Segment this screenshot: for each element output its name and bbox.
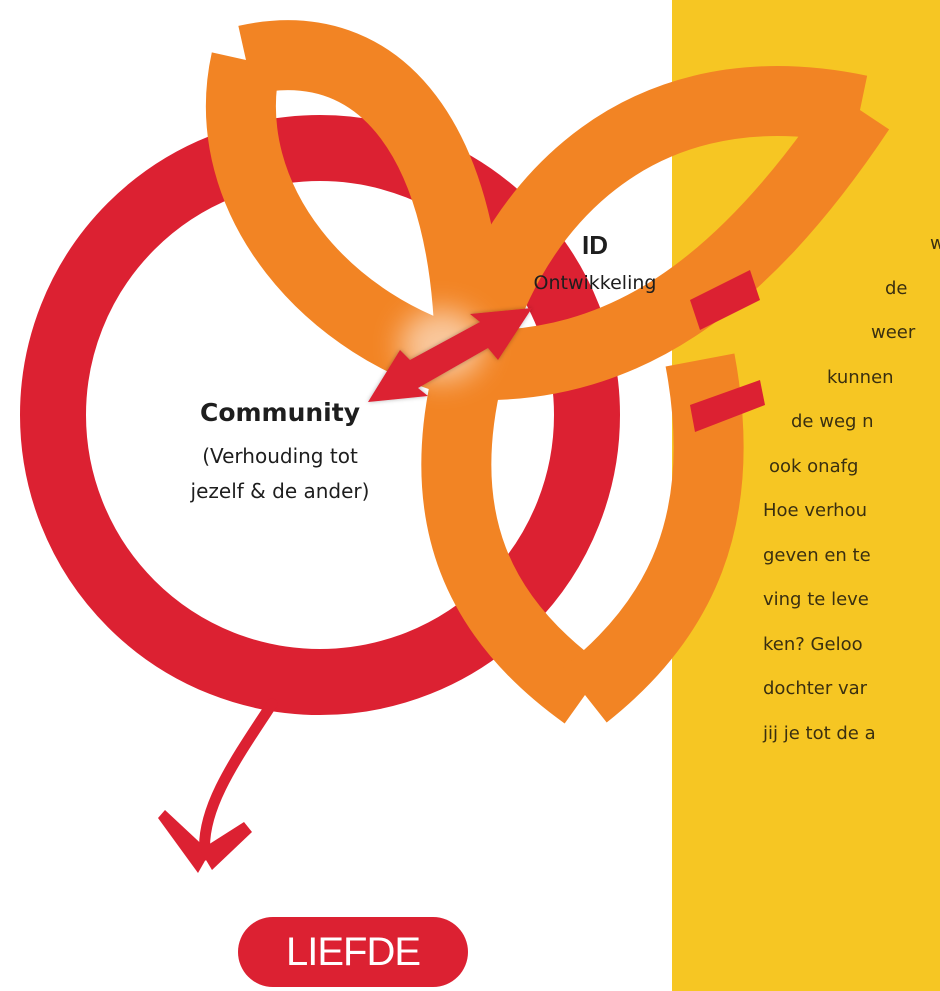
community-desc-line2: jezelf & de ander) (190, 479, 370, 503)
id-subtitle: Ontwikkeling (533, 272, 657, 294)
side-text-line: w (930, 233, 940, 254)
side-text-line: geven en te (763, 544, 871, 566)
arrow-head-icon (200, 822, 252, 870)
side-text-line: Hoe verhou (763, 500, 867, 521)
arrow-head-icon (158, 810, 210, 873)
red-strip (690, 380, 765, 432)
side-text-line: dochter var (763, 678, 868, 699)
orange-bands (206, 20, 890, 724)
id-title: ID (582, 230, 608, 260)
community-title: Community (199, 398, 361, 427)
community-desc-line1: (Verhouding tot (202, 444, 358, 468)
red-strip (690, 270, 760, 330)
side-text-line: de weg n (791, 411, 874, 432)
side-text-line: weer (871, 322, 916, 343)
middle-band (468, 90, 890, 401)
double-arrow-icon (368, 308, 532, 402)
side-text-line: de (885, 277, 908, 299)
side-text-line: kunnen (827, 366, 894, 388)
side-text-line: jij je tot de a (763, 722, 876, 744)
community-ring (20, 115, 620, 715)
lower-lobe-left (421, 356, 606, 724)
side-text-line: ving te leve (763, 589, 869, 610)
liefde-badge: LIEFDE (238, 917, 468, 987)
side-text-line: ken? Geloo (763, 633, 863, 655)
top-band (435, 66, 868, 373)
side-text-line: ook onafg (769, 455, 859, 477)
curved-arrow-icon (199, 698, 278, 861)
side-text-column: w de weer kunnen de weg n ook onafg Hoe … (735, 222, 940, 756)
